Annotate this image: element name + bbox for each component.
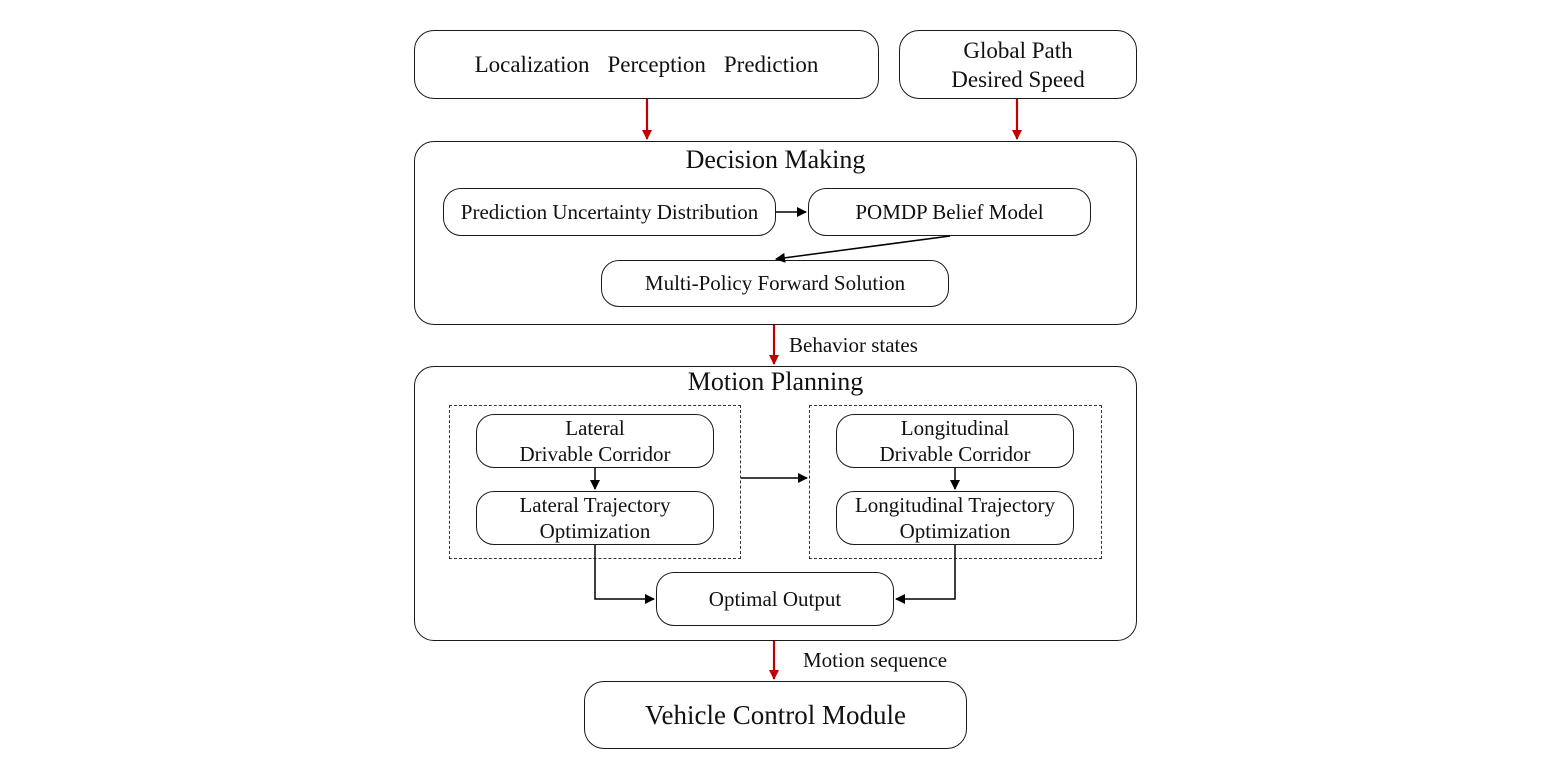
decision-making-title: Decision Making xyxy=(685,145,866,174)
lateral-corridor-node: Lateral Drivable Corridor xyxy=(476,414,714,468)
lateral-corridor-line1: Lateral xyxy=(565,416,625,440)
motion-planning-title: Motion Planning xyxy=(687,367,864,396)
arrow-longitudinal-to-output xyxy=(895,545,956,604)
sensing-box: Localization Perception Prediction xyxy=(414,30,879,99)
lateral-corridor-line2: Drivable Corridor xyxy=(519,442,671,466)
motion-sequence-label: Motion sequence xyxy=(803,648,948,672)
longitudinal-corridor-node: Longitudinal Drivable Corridor xyxy=(836,414,1074,468)
arrow-belief-to-multipolicy xyxy=(775,235,951,263)
longitudinal-corridor-line2: Drivable Corridor xyxy=(879,442,1031,466)
lateral-optimization-line1: Lateral Trajectory xyxy=(519,493,671,517)
multi-policy-node: Multi-Policy Forward Solution xyxy=(601,260,949,307)
uncertainty-node: Prediction Uncertainty Distribution xyxy=(443,188,776,236)
route-box: Global Path Desired Speed xyxy=(899,30,1137,99)
belief-model-text: POMDP Belief Model xyxy=(855,199,1044,224)
longitudinal-corridor-line1: Longitudinal xyxy=(900,416,1010,440)
multi-policy-text: Multi-Policy Forward Solution xyxy=(644,271,906,295)
longitudinal-optimization-line2: Optimization xyxy=(899,519,1011,543)
lateral-optimization-node: Lateral Trajectory Optimization xyxy=(476,491,714,545)
lateral-optimization-line2: Optimization xyxy=(539,519,651,543)
global-path-text: Global Path xyxy=(963,37,1073,63)
belief-model-node: POMDP Belief Model xyxy=(808,188,1091,236)
optimal-output-node: Optimal Output xyxy=(656,572,894,626)
desired-speed-text: Desired Speed xyxy=(951,66,1085,92)
perception-text: Perception xyxy=(607,51,706,77)
localization-text: Localization xyxy=(474,51,590,77)
vehicle-control-text: Vehicle Control Module xyxy=(645,699,906,730)
uncertainty-text: Prediction Uncertainty Distribution xyxy=(460,199,759,224)
vehicle-control-box: Vehicle Control Module xyxy=(584,681,967,749)
longitudinal-optimization-node: Longitudinal Trajectory Optimization xyxy=(836,491,1074,545)
prediction-text: Prediction xyxy=(723,51,819,77)
longitudinal-optimization-line1: Longitudinal Trajectory xyxy=(854,493,1056,517)
optimal-output-text: Optimal Output xyxy=(708,586,842,611)
arrow-lateral-to-output xyxy=(594,545,655,604)
behavior-states-label: Behavior states xyxy=(789,333,918,357)
